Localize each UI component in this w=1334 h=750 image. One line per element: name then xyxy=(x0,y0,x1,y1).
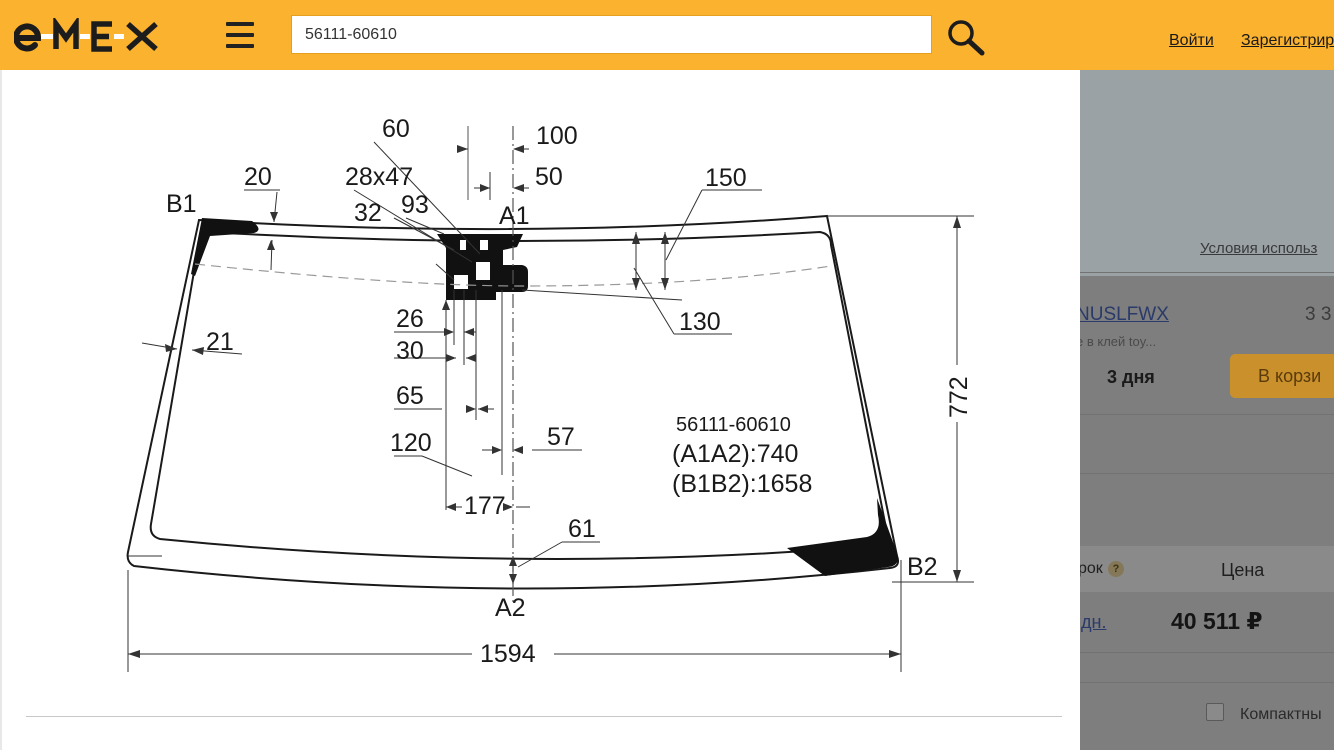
dim-21: 21 xyxy=(206,328,234,356)
b1b2-label: (B1B2):1658 xyxy=(672,470,812,498)
part-link[interactable]: NUSLFWX xyxy=(1080,304,1169,325)
delivery-days: 3 дня xyxy=(1107,367,1155,387)
help-icon[interactable]: ? xyxy=(1108,561,1124,577)
login-link[interactable]: Войти xyxy=(1169,32,1214,49)
black-ceramic-top-left xyxy=(191,218,259,276)
site-header: Войти Зарегистрир xyxy=(0,0,1334,70)
point-b1: B1 xyxy=(166,190,197,218)
dim-120: 120 xyxy=(390,429,432,457)
banner xyxy=(1080,70,1334,276)
dim-93: 93 xyxy=(401,191,429,219)
col-term-header: рок xyxy=(1080,560,1103,577)
dim-28x47: 28x47 xyxy=(345,163,413,191)
term-value-link[interactable]: дн. xyxy=(1081,612,1107,632)
dim-65: 65 xyxy=(396,382,424,410)
dim-20: 20 xyxy=(244,163,272,191)
search-icon[interactable] xyxy=(945,18,987,56)
dim-177: 177 xyxy=(464,492,506,520)
dim-1594: 1594 xyxy=(480,640,536,668)
emex-logo[interactable] xyxy=(14,18,164,54)
viewer-divider xyxy=(26,716,1062,717)
search-input[interactable] xyxy=(291,15,932,54)
background-page-overlay[interactable]: Условия использ NUSLFWX 3 3 е в клей toy… xyxy=(1080,70,1334,750)
part-number-label: 56111-60610 xyxy=(676,414,791,436)
a1a2-label: (A1A2):740 xyxy=(672,440,798,468)
col-price-header: Цена xyxy=(1221,560,1265,580)
dim-60: 60 xyxy=(382,115,410,143)
dim-772: 772 xyxy=(945,376,973,418)
qty-value: 3 3 xyxy=(1305,304,1332,325)
dim-30: 30 xyxy=(396,337,424,365)
dim-150: 150 xyxy=(705,164,747,192)
image-viewer: 60 100 28x47 50 150 20 B1 32 93 A1 26 13… xyxy=(0,70,1080,750)
dim-32: 32 xyxy=(354,199,382,227)
compact-label: Компактны xyxy=(1240,706,1322,723)
dim-130: 130 xyxy=(679,308,721,336)
dim-57: 57 xyxy=(547,423,575,451)
dim-61: 61 xyxy=(568,515,596,543)
black-ceramic-bottom-right xyxy=(787,498,899,576)
register-link[interactable]: Зарегистрир xyxy=(1241,32,1334,49)
compact-checkbox[interactable] xyxy=(1206,703,1224,721)
point-b2: B2 xyxy=(907,553,938,581)
point-a1: A1 xyxy=(499,202,530,230)
add-to-cart-button[interactable]: В корзи xyxy=(1230,354,1334,398)
part-description: е в клей toy... xyxy=(1080,334,1157,349)
dim-26: 26 xyxy=(396,305,424,333)
terms-link[interactable]: Условия использ xyxy=(1200,240,1318,257)
price-value: 40 511 ₽ xyxy=(1171,608,1263,634)
dim-100: 100 xyxy=(536,122,578,150)
menu-icon[interactable] xyxy=(224,20,256,50)
point-a2: A2 xyxy=(495,594,526,622)
dim-50: 50 xyxy=(535,163,563,191)
windshield-drawing: 60 100 28x47 50 150 20 B1 32 93 A1 26 13… xyxy=(126,115,974,672)
